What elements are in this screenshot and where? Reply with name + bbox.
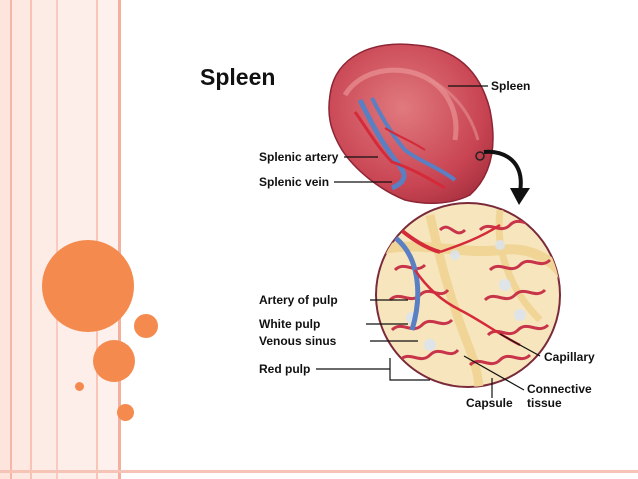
- decorative-circle-large: [42, 240, 134, 332]
- label-venous-sinus: Venous sinus: [259, 334, 337, 348]
- zoom-arrow: [483, 149, 523, 193]
- label-capsule: Capsule: [466, 396, 513, 410]
- label-splenic-vein: Splenic vein: [259, 175, 330, 189]
- label-splenic-artery: Splenic artery: [259, 150, 339, 164]
- decorative-circle-small: [134, 314, 158, 338]
- label-tissue: tissue: [527, 396, 562, 410]
- slide-title: Spleen: [200, 64, 276, 90]
- label-capillary: Capillary: [544, 350, 595, 364]
- label-connective: Connective: [527, 382, 592, 396]
- decorative-circle-medium: [93, 340, 135, 382]
- magnified-section: [375, 202, 561, 388]
- decorative-circle-small-2: [117, 404, 134, 421]
- label-artery-of-pulp: Artery of pulp: [259, 293, 338, 307]
- label-white-pulp: White pulp: [259, 317, 321, 331]
- bottom-rule: [0, 470, 638, 473]
- label-red-pulp: Red pulp: [259, 362, 311, 376]
- decorative-stripes: [0, 0, 128, 479]
- decorative-circle-tiny: [75, 382, 84, 391]
- label-spleen: Spleen: [491, 79, 531, 93]
- spleen-organ: [328, 43, 494, 205]
